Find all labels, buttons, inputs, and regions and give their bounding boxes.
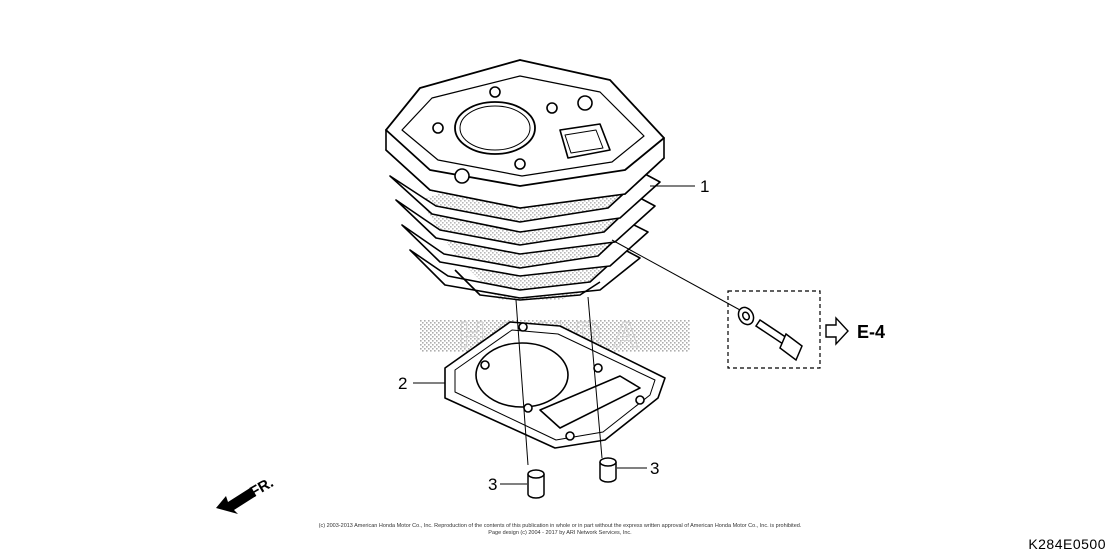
callout-2: 2	[398, 374, 407, 393]
diagram-code: K284E0500	[1028, 536, 1106, 552]
callout-3-right: 3	[650, 459, 659, 478]
alignment-lines	[515, 296, 603, 466]
copyright-line-2: Page design (c) 2004 - 2017 by ARI Netwo…	[488, 530, 632, 536]
dowel-pin-right	[599, 457, 617, 483]
callout-3-left: 3	[488, 475, 497, 494]
front-arrow-icon	[216, 488, 256, 514]
dowel-pin-left	[527, 469, 545, 499]
callout-leaders	[413, 185, 695, 485]
cylinder-drawing	[385, 59, 665, 301]
reference-label: E-4	[857, 322, 885, 342]
gasket-drawing	[444, 321, 666, 449]
oil-bolt-leader	[611, 239, 741, 311]
copyright-line-1: (c) 2003-2013 American Honda Motor Co., …	[318, 523, 802, 529]
oil-bolt-drawing	[737, 306, 803, 362]
callout-1: 1	[700, 177, 709, 196]
detail-box	[727, 290, 821, 369]
reference-arrow-icon	[825, 316, 849, 346]
